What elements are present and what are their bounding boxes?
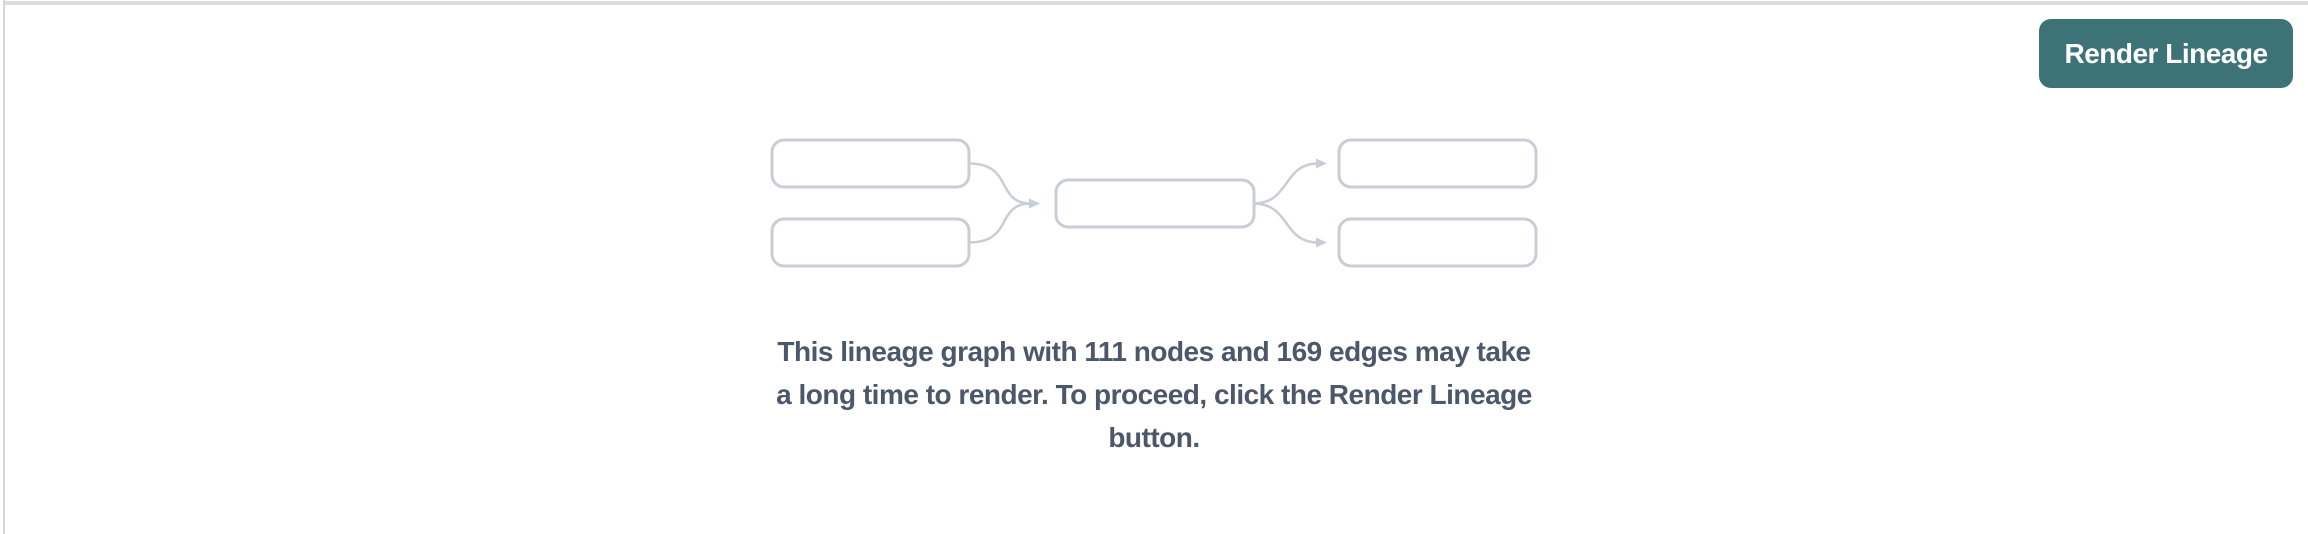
render-lineage-button[interactable]: Render Lineage	[2039, 19, 2293, 88]
top-border-line	[4, 1, 2308, 5]
lineage-node-box	[770, 138, 971, 189]
lineage-edge	[968, 202, 1032, 244]
lineage-node-box	[1337, 217, 1538, 268]
lineage-node-box	[770, 217, 971, 268]
lineage-node-box	[1054, 178, 1256, 229]
lineage-node-box	[1337, 138, 1538, 189]
lineage-edge	[1252, 202, 1327, 248]
left-border-line	[3, 0, 5, 534]
render-warning-line: This lineage graph with 111 nodes and 16…	[777, 336, 1531, 367]
render-warning-line: a long time to render. To proceed, click…	[776, 379, 1532, 410]
lineage-placeholder-svg	[770, 138, 1538, 268]
lineage-edge	[1252, 158, 1327, 205]
render-warning-message: This lineage graph with 111 nodes and 16…	[776, 330, 1532, 459]
render-warning-line: button.	[1108, 422, 1200, 453]
lineage-placeholder-graph	[769, 138, 1539, 270]
lineage-edge	[968, 162, 1040, 209]
